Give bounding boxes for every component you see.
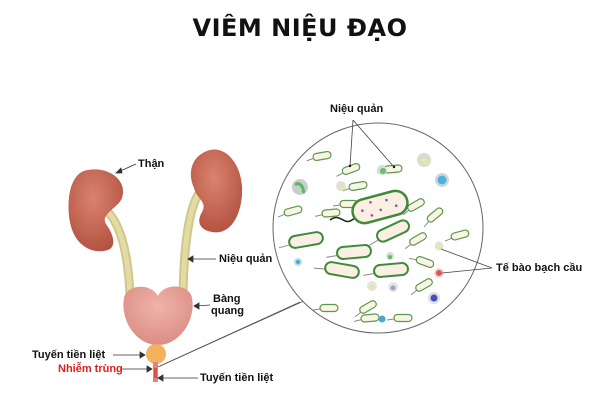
right-kidney — [190, 149, 243, 233]
magnified-view — [272, 119, 493, 334]
label-ureter: Niệu quản — [219, 253, 273, 265]
label-bladder-line2: quang — [211, 305, 244, 317]
label-white-blood-cells: Tế bào bạch cầu — [496, 262, 583, 274]
label-infection: Nhiễm trùng — [58, 363, 123, 375]
label-prostate-bottom: Tuyến tiền liệt — [200, 372, 274, 384]
label-kidney: Thận — [138, 158, 165, 170]
ureters — [104, 189, 204, 296]
bladder — [123, 286, 193, 345]
prostate — [146, 344, 166, 364]
label-arrows — [113, 163, 216, 382]
label-bladder-line1: Bàng — [213, 293, 241, 305]
label-prostate-left: Tuyến tiền liệt — [32, 349, 106, 361]
left-kidney — [68, 169, 124, 252]
label-magnified-bacteria: Niệu quản — [330, 103, 384, 115]
diagram-title: VIÊM NIỆU ĐẠO — [192, 14, 408, 42]
